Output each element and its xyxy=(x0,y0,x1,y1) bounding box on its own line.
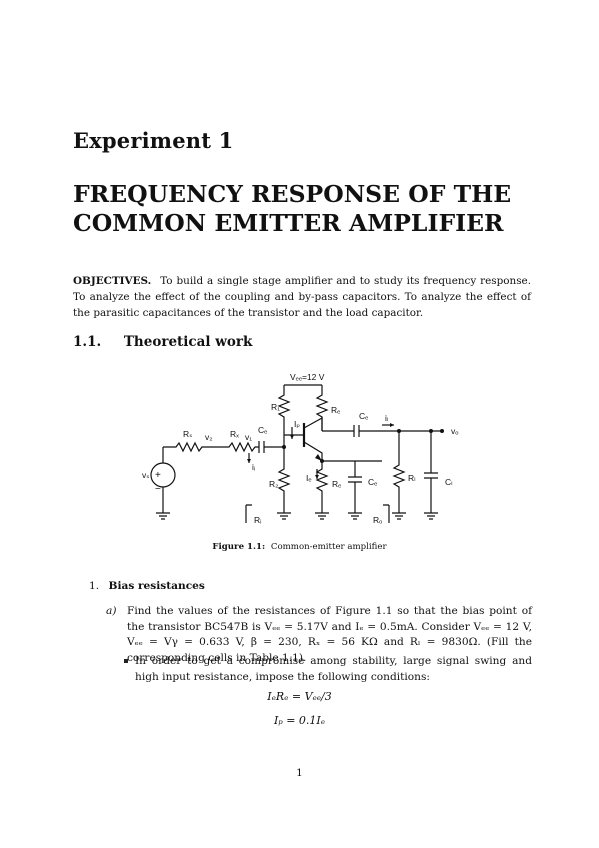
r1-resistor xyxy=(277,391,291,443)
page-title: FREQUENCY RESPONSE OF THE COMMON EMITTER… xyxy=(73,180,543,238)
bullet-marker xyxy=(124,659,128,663)
vcc-label: Vₑₑ=12 V xyxy=(290,372,325,382)
cb-label: Cₑ xyxy=(258,425,267,435)
rs-resistor xyxy=(163,441,217,453)
equation-1: IₑRₑ = Vₑₑ/3 xyxy=(267,690,332,703)
cc-capacitor xyxy=(353,425,360,437)
ground-symbol xyxy=(315,512,329,520)
cl-capacitor xyxy=(424,431,438,513)
caption-text: Common-emitter amplifier xyxy=(270,542,387,552)
bullet-item: In order to get a compromise among stabi… xyxy=(124,654,532,685)
ri-label: Rᵢ xyxy=(254,515,261,525)
ie-label: Iₑ xyxy=(306,473,312,483)
bullet-text: In order to get a compromise among stabi… xyxy=(135,655,532,683)
item-title: Bias resistances xyxy=(108,580,205,592)
cc-label: Cₑ xyxy=(359,411,368,421)
ro-label: Rₒ xyxy=(373,515,382,525)
list-item: 1. Bias resistances xyxy=(89,580,205,592)
ro-bracket xyxy=(383,504,390,523)
circuit-diagram: + − Vₑₑ=12 V R₁ Rₑ Cₑ iₗ vₒ Rₛ v₂ Rₓ v₁ … xyxy=(142,372,458,525)
title-line-2: COMMON EMITTER AMPLIFIER xyxy=(73,209,504,237)
source-minus-sign: − xyxy=(155,484,161,495)
rc-label: Rₑ xyxy=(331,405,340,415)
section-number: 1.1. xyxy=(73,334,102,350)
vs-label: vₛ xyxy=(142,470,149,480)
v2-label: v₂ xyxy=(205,432,213,442)
page-number: 1 xyxy=(296,767,303,779)
sub-item-a: a) Find the values of the resistances of… xyxy=(106,604,532,666)
objectives-paragraph: OBJECTIVES. To build a single stage ampl… xyxy=(73,273,531,321)
rc-resistor xyxy=(315,391,329,431)
transistor-collector xyxy=(303,416,323,431)
source-plus-sign: + xyxy=(155,470,161,481)
objectives-text: To build a single stage amplifier and to… xyxy=(73,275,531,319)
cl-label: Cₗ xyxy=(445,477,453,487)
ii-label: iᵢ xyxy=(252,462,255,472)
sub-item-label: a) xyxy=(106,605,117,617)
equation-2: Iₚ = 0.1Iₑ xyxy=(273,714,326,727)
title-line-1: FREQUENCY RESPONSE OF THE xyxy=(73,180,512,208)
r1-label: R₁ xyxy=(271,402,280,412)
cb-capacitor xyxy=(258,441,265,453)
r2-resistor xyxy=(277,447,291,513)
il-label: iₗ xyxy=(385,413,388,423)
rl-label: Rₗ xyxy=(408,473,416,483)
caption-label: Figure 1.1: xyxy=(212,542,266,552)
section-title: Theoretical work xyxy=(123,334,253,350)
objectives-heading: OBJECTIVES. xyxy=(73,275,152,287)
rx-label: Rₓ xyxy=(230,429,239,439)
r2-label: R₂ xyxy=(269,479,278,489)
ce-capacitor xyxy=(348,461,362,513)
base-input-wire xyxy=(264,443,285,448)
ground-symbol xyxy=(424,512,438,520)
item-number: 1. xyxy=(89,580,100,592)
ri-bracket xyxy=(245,504,252,523)
vo-label: vₒ xyxy=(451,426,458,436)
re-label: Rₑ xyxy=(332,479,341,489)
rl-resistor xyxy=(392,431,406,513)
sub-item-text: Find the values of the resistances of Fi… xyxy=(127,605,532,664)
ground-symbol xyxy=(392,512,406,520)
ground-symbol xyxy=(156,512,170,520)
figure-caption: Figure 1.1: Common-emitter amplifier xyxy=(0,542,599,552)
rx-resistor xyxy=(217,441,259,453)
chapter-label: Experiment 1 xyxy=(73,128,234,153)
v1-label: v₁ xyxy=(245,432,252,442)
ground-symbol xyxy=(348,512,362,520)
section-heading: 1.1. Theoretical work xyxy=(73,334,252,350)
ip-label: Iₚ xyxy=(294,419,300,429)
re-resistor xyxy=(315,460,382,513)
rs-label: Rₛ xyxy=(183,429,192,439)
ground-symbol xyxy=(277,512,291,520)
vcc-rail xyxy=(283,384,323,391)
ce-label: Cₑ xyxy=(368,477,377,487)
transistor-emitter xyxy=(303,441,323,461)
circuit-nodes xyxy=(247,423,444,479)
